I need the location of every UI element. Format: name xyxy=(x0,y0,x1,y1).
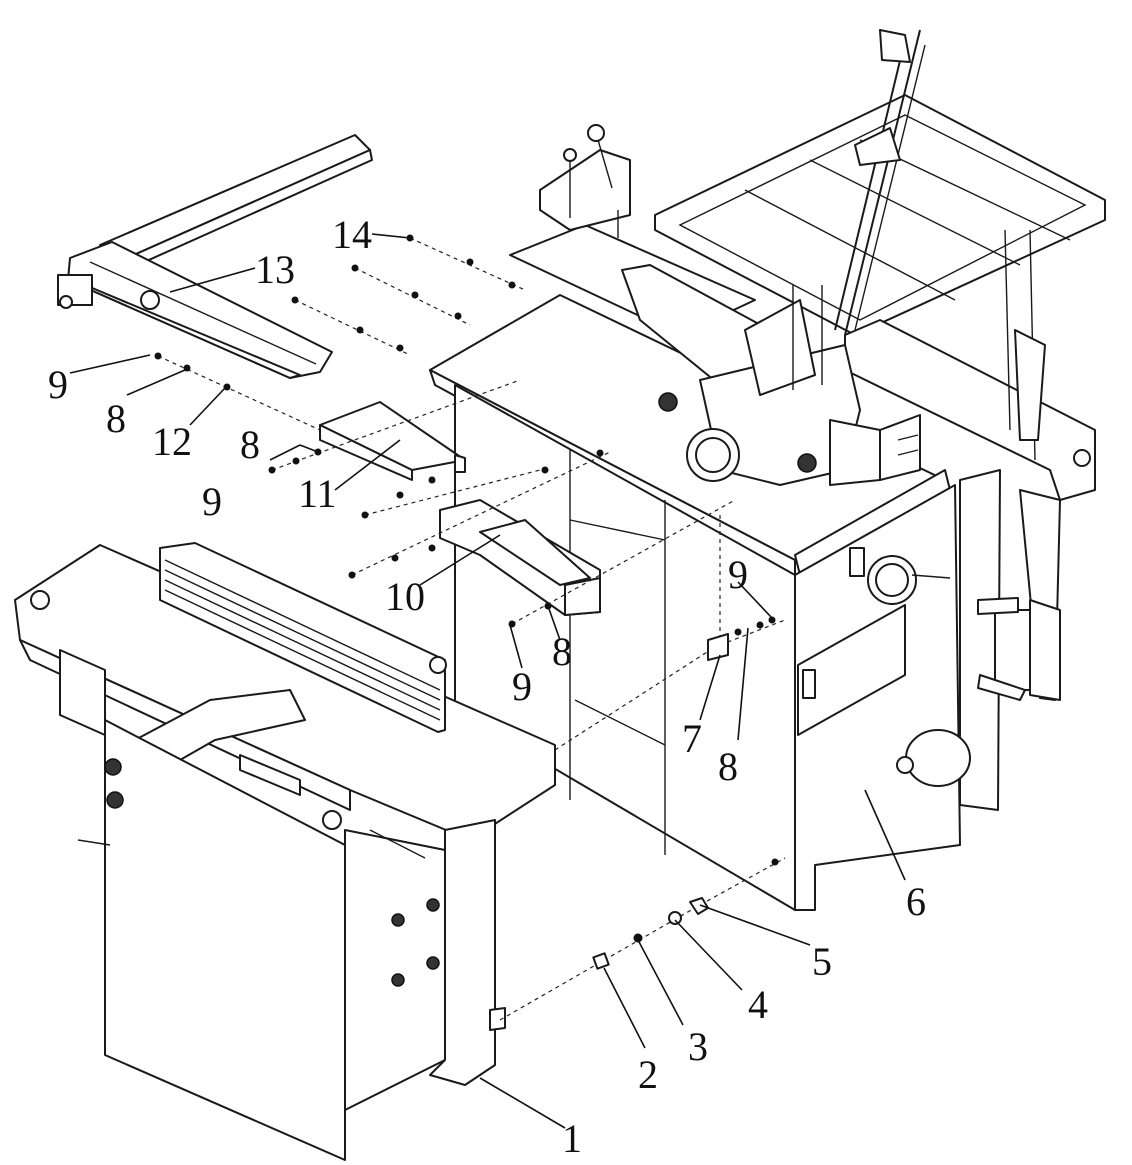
callout-14: 14 xyxy=(332,212,372,257)
callout-13: 13 xyxy=(255,247,295,292)
callout-3: 3 xyxy=(688,1024,708,1069)
callout-9-left-lower: 9 xyxy=(202,479,222,524)
fastener-dots xyxy=(154,234,779,970)
sliding-table-rail xyxy=(57,134,373,379)
callout-2: 2 xyxy=(638,1052,658,1097)
leader-lines xyxy=(69,233,906,1129)
callout-6: 6 xyxy=(906,879,926,924)
rear-frame xyxy=(654,94,1106,701)
callout-10: 10 xyxy=(385,574,425,619)
callout-7: 7 xyxy=(682,716,702,761)
callout-9-cabinet: 9 xyxy=(728,552,748,597)
spindle-fence-assembly xyxy=(509,29,926,486)
callout-8-left-upper: 8 xyxy=(106,396,126,441)
callout-5: 5 xyxy=(812,939,832,984)
main-cabinet xyxy=(429,294,1001,911)
callout-8-lower: 8 xyxy=(718,744,738,789)
callout-9-left-upper: 9 xyxy=(48,362,68,407)
callout-8-guard: 8 xyxy=(552,629,572,674)
callout-9-guard: 9 xyxy=(512,664,532,709)
callout-12: 12 xyxy=(152,419,192,464)
planer-table-assembly xyxy=(14,542,556,1161)
callout-4: 4 xyxy=(748,982,768,1027)
guard-cover-11 xyxy=(319,401,466,481)
callout-8-left-lower: 8 xyxy=(240,422,260,467)
guard-cover-10 xyxy=(439,499,601,616)
callout-labels: 1 2 3 4 5 6 7 8 8 8 8 9 9 9 9 10 11 12 1… xyxy=(48,212,926,1161)
callout-1: 1 xyxy=(562,1116,582,1161)
callout-11: 11 xyxy=(298,471,337,516)
